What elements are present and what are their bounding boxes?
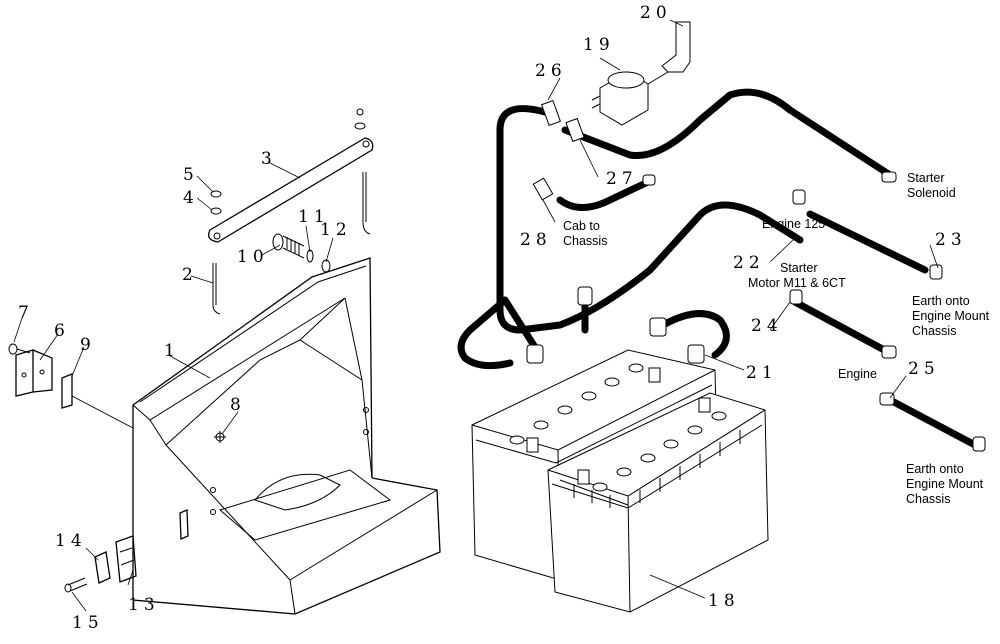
callout-starter-motor-line2: Motor M11 & 6CT (748, 276, 846, 290)
part-number-20: 20 (640, 3, 672, 23)
hinge-assembly (8, 343, 73, 409)
latch-assembly (64, 509, 189, 593)
cable-lugs (526, 99, 986, 452)
part-number-4: 4 (183, 188, 199, 208)
starter-solenoid (591, 21, 691, 126)
part-number-22: 22 (733, 253, 765, 273)
part-number-27: 27 (606, 169, 638, 189)
callout-earth-b-line2: Engine Mount (906, 477, 984, 491)
callout-labels: Starter Solenoid Cab to Chassis Engine 1… (563, 171, 990, 506)
part-number-26: 26 (535, 61, 567, 81)
part-number-3: 3 (261, 149, 277, 169)
callout-earth-a-line3: Chassis (912, 324, 956, 338)
part-number-2: 2 (182, 265, 198, 285)
callout-earth-b-line3: Chassis (906, 492, 950, 506)
leader-lines (13, 19, 939, 612)
callout-starter-motor-line1: Starter (780, 261, 818, 275)
battery-front (547, 392, 769, 613)
bolt-10-11-12 (272, 233, 331, 273)
callout-engine-125: Engine 125 (762, 217, 825, 231)
cables (457, 88, 979, 449)
callout-cab-chassis-line1: Cab to (563, 219, 600, 233)
battery-caps (509, 363, 727, 492)
part-number-13: 13 (128, 595, 160, 615)
callout-earth-a-line2: Engine Mount (912, 309, 990, 323)
part-number-labels: 1 2 3 4 5 6 7 8 9 10 11 12 13 14 15 18 1… (18, 3, 967, 633)
part-number-19: 19 (583, 35, 615, 55)
part-number-7: 7 (18, 303, 34, 323)
part-number-10: 10 (237, 247, 269, 267)
fastener-8 (214, 431, 226, 443)
part-number-18: 18 (708, 591, 740, 611)
part-number-24: 24 (751, 316, 783, 336)
part-number-15: 15 (72, 613, 104, 633)
part-number-14: 14 (55, 531, 87, 551)
part-number-25: 25 (908, 359, 940, 379)
part-number-21: 21 (746, 363, 778, 383)
part-number-23: 23 (935, 230, 967, 250)
part-number-28: 28 (520, 230, 552, 250)
part-number-11: 11 (298, 207, 330, 227)
callout-cab-chassis-line2: Chassis (563, 234, 607, 248)
part-number-5: 5 (183, 165, 199, 185)
callout-earth-a-line1: Earth onto (912, 294, 970, 308)
callout-starter-solenoid-line2: Solenoid (907, 186, 956, 200)
part-number-6: 6 (54, 321, 70, 341)
callout-starter-solenoid-line1: Starter (907, 171, 945, 185)
part-number-1: 1 (164, 341, 180, 361)
callout-earth-b-line1: Earth onto (906, 462, 964, 476)
callout-engine: Engine (838, 367, 877, 381)
part-number-12: 12 (320, 220, 352, 240)
part-number-8: 8 (230, 395, 246, 415)
part-number-9: 9 (80, 335, 96, 355)
battery-box (132, 257, 441, 615)
hold-down-strap (207, 108, 374, 315)
